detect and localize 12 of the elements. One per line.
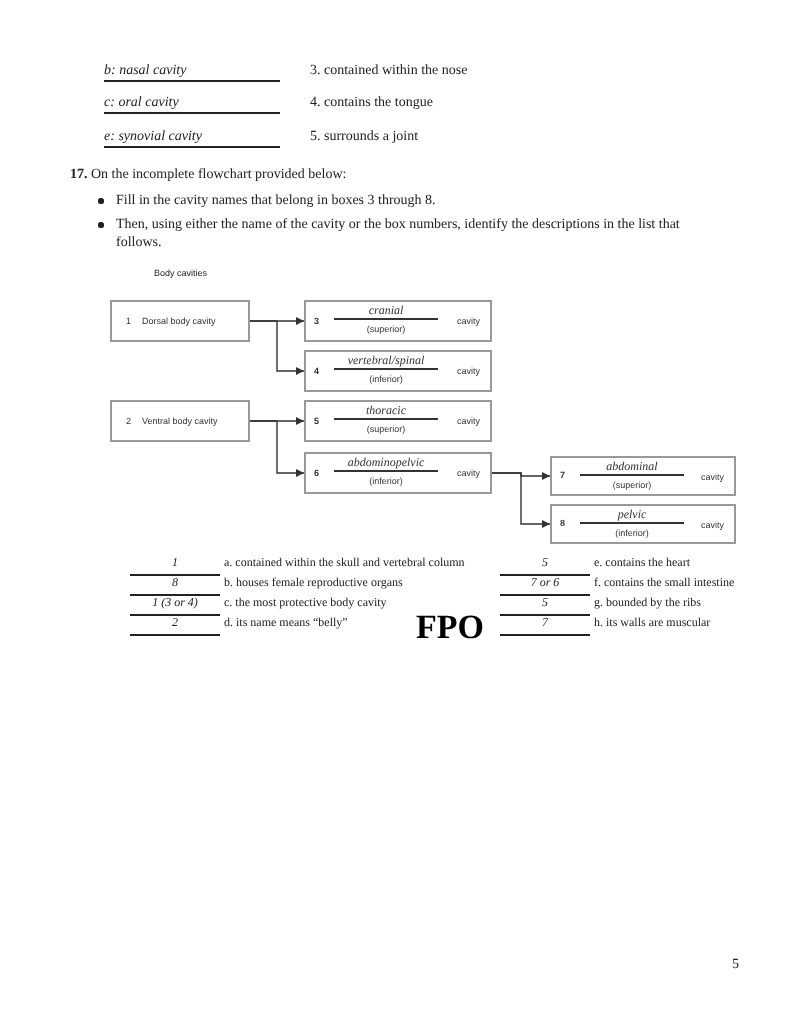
arrow bbox=[249, 320, 305, 375]
stamp-text: FPO bbox=[416, 606, 484, 649]
cavity-box bbox=[304, 452, 492, 494]
cavity-box bbox=[304, 300, 492, 342]
process-box bbox=[110, 300, 250, 342]
cavity-box bbox=[304, 350, 492, 392]
arrow bbox=[491, 472, 551, 528]
cavity-box bbox=[550, 456, 736, 496]
arrow bbox=[249, 420, 305, 477]
process-box bbox=[110, 400, 250, 442]
cavity-box bbox=[550, 504, 736, 544]
cavity-box bbox=[304, 400, 492, 442]
